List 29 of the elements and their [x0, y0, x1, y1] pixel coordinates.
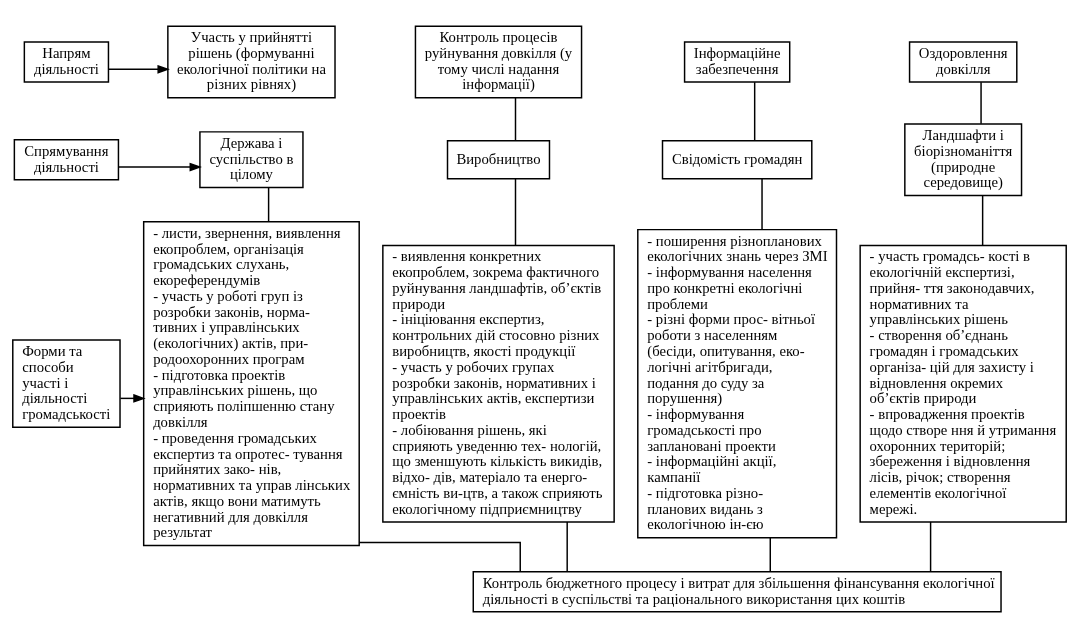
connector [980, 80, 982, 124]
connector [358, 541, 521, 572]
connector [514, 177, 517, 246]
node-box: Контроль процесів руйнування довкілля (у тому числі надання інформації) [414, 24, 583, 98]
connector [753, 80, 756, 141]
connector [267, 186, 270, 222]
node-box: Оздоровлення довкілля [908, 40, 1018, 83]
node-box: Виробництво [446, 139, 551, 179]
node-box: Напрям діяльності [23, 40, 110, 83]
connector [981, 194, 984, 246]
node-box: - поширення різнопланових екологічних знань через ЗМІ - інформування населення про конкретні екологічні проблеми - різні форми прос- вітньої роботи з населенням (бесіди, опитування, еко- логічні агітбригади, подання до суду за порушення) - інформування громадськості про заплановані проекти - інформаційні акції, кампанії - підготовка різно- планових видань з екологічною ін-єю [637, 228, 838, 538]
node-box: - листи, звернення, виявлення екопроблем, організація громадських слухань, екореферендумів - участь у роботі груп із розробки законів, норма- тивних і управлінських (екологічних) актів, при- родоохоронних програм - підготовка проектів управлінських рішень, що сприяють поліпшенню стану довкілля - проведення громадських експертиз та опротес- тування прийнятих зако- нів, нормативних та управ лінських актів, якщо вони матимуть негативний для довкілля результат [142, 220, 360, 546]
node-box: Форми та способи участі і діяльності громадськості [12, 338, 121, 428]
node-box: Свідомість громадян [661, 139, 813, 179]
arrow [108, 64, 170, 74]
connector [769, 536, 771, 572]
node-box: Спрямування діяльності [13, 138, 120, 180]
connector [566, 520, 568, 572]
node-box: Ландшафти і біорізноманіття (природне середовище) [904, 122, 1023, 196]
arrow [118, 162, 202, 171]
connector [514, 96, 517, 141]
node-box: Участь у прийнятті рішень (формуванні екологічної політики на різних рівнях) [167, 24, 336, 98]
node-box: Інформаційне забезпечення [683, 40, 791, 83]
node-box: Держава і суспільство в цілому [199, 130, 304, 188]
node-box: Контроль бюджетного процесу і витрат для збільшення фінансування екологічної діяльності в суспільстві та раціонального використання цих коштів [472, 570, 1002, 613]
node-box: - участь громадсь- кості в екологічній експертизі, прийня- ття законодавчих, нормативних та управлінських рішень - створення об’єднань громадян і громадських організа- цій для захисту і відновлення окремих об’єктів природи - впровадження проектів щодо створе ння й утримання охоронних територій; збереження і відновлення лісів, річок; створення елементів екологічної мережі. [859, 244, 1067, 523]
node-box: - виявлення конкретних екопроблем, зокрема фактичного руйнування ландшафтів, об’єктів природи - ініціювання експертиз, контрольних дій стосовно різних виробництв, якості продукції - участь у робочих групах розробки законів, нормативних і управлінських актів, експертизи проектів - лобіювання рішень, які сприяють уведенню тех- нологій, що зменшують кількість викидів, відхо- дів, матеріало та енерго- ємність ви-цтв, а також сприяють екологічному підприємництву [382, 244, 615, 523]
connector [929, 520, 932, 572]
connector [761, 177, 763, 230]
